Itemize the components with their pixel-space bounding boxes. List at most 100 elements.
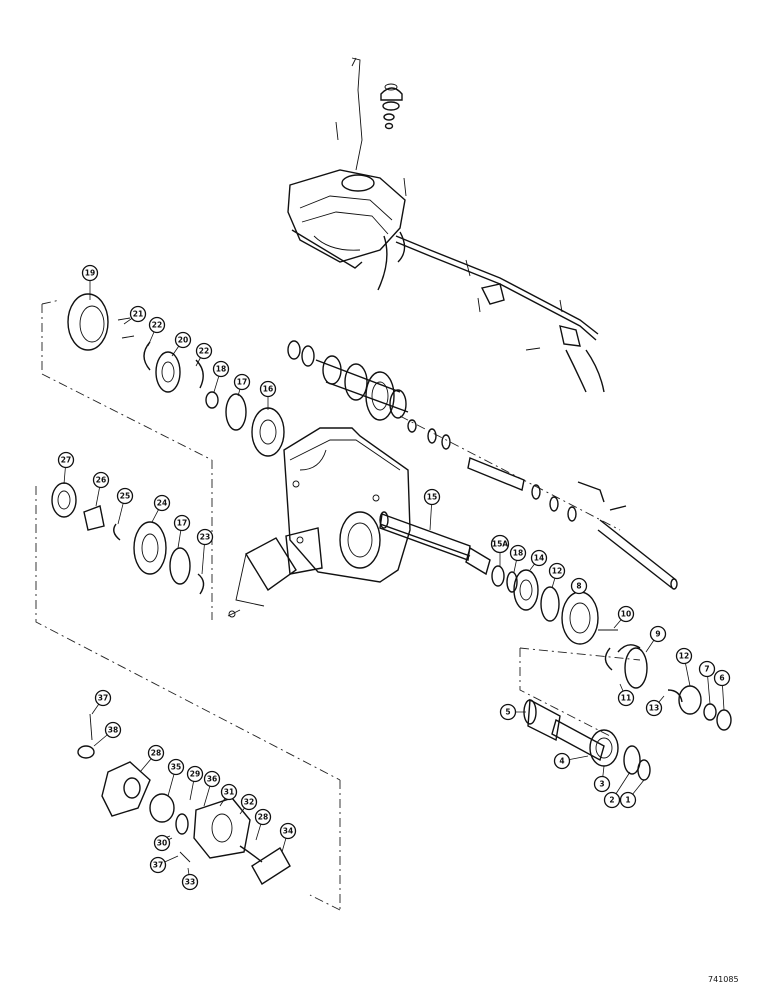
callout-15: 15 xyxy=(423,488,441,531)
callout-bubble xyxy=(81,264,99,282)
callout-18: 18 xyxy=(509,544,527,573)
callout-22: 22 xyxy=(195,342,213,367)
callout-label: 17 xyxy=(177,519,187,528)
callout-bubble xyxy=(619,791,637,809)
callout-bubble xyxy=(153,834,171,852)
callout-14: 14 xyxy=(529,549,548,571)
callout-37: 37 xyxy=(149,855,179,874)
main-shaft xyxy=(379,511,491,576)
callout-35: 35 xyxy=(167,758,185,797)
callout-31: 31 xyxy=(219,783,238,807)
callout-bubble xyxy=(490,534,510,554)
callout-20: 20 xyxy=(171,331,192,357)
callout-22: 22 xyxy=(147,316,166,347)
callout-label: 12 xyxy=(679,652,689,661)
callout-1: 1 xyxy=(619,779,645,809)
callout-label: 24 xyxy=(157,499,167,508)
callout-18: 18 xyxy=(212,360,230,393)
callout-29: 29 xyxy=(186,765,204,801)
callout-bubble xyxy=(148,316,166,334)
callout-label: 14 xyxy=(534,554,544,563)
callout-label: 22 xyxy=(199,347,209,356)
callout-37: 37 xyxy=(91,689,112,715)
callout-label: 15 xyxy=(427,493,437,502)
callout-label: 7 xyxy=(704,665,709,674)
callout-label: 19 xyxy=(85,269,95,278)
callout-bubble xyxy=(195,342,213,360)
callout-label: 37 xyxy=(98,694,108,703)
callout-bubble xyxy=(57,451,75,469)
callout-label: 13 xyxy=(649,704,659,713)
callout-bubble xyxy=(203,770,221,788)
callout-label: 1 xyxy=(625,796,630,805)
shift-cover-assembly xyxy=(287,57,605,393)
callout-label: 31 xyxy=(224,788,234,797)
callout-bubble xyxy=(649,625,667,643)
mainshaft-part-stack xyxy=(491,565,732,731)
callout-label: 38 xyxy=(108,726,118,735)
callout-label: 10 xyxy=(621,610,631,619)
callout-bubble xyxy=(116,487,134,505)
callout-label: 6 xyxy=(719,674,724,683)
callout-15A: 15A xyxy=(490,534,510,566)
callout-label: 17 xyxy=(237,378,247,387)
callout-3: 3 xyxy=(593,765,611,793)
callout-32: 32 xyxy=(239,793,258,815)
callout-bubble xyxy=(509,544,527,562)
callout-bubble xyxy=(181,873,199,891)
callout-label: 36 xyxy=(207,775,217,784)
callout-21: 21 xyxy=(123,305,147,325)
callout-36: 36 xyxy=(203,770,221,807)
callout-label: 20 xyxy=(178,336,188,345)
callout-bubble xyxy=(254,808,272,826)
callout-label: 9 xyxy=(655,630,660,639)
callout-bubble xyxy=(104,721,122,739)
callout-bubble xyxy=(92,471,110,489)
callout-bubble xyxy=(530,549,548,567)
callout-label: 28 xyxy=(151,749,161,758)
callout-label: 35 xyxy=(171,763,181,772)
callout-11: 11 xyxy=(617,683,635,707)
callout-26: 26 xyxy=(92,471,110,507)
output-shaft-group xyxy=(523,698,651,781)
lower-left-pto-group xyxy=(77,713,291,885)
callout-label: 18 xyxy=(513,549,523,558)
countershaft-gear-cluster xyxy=(287,340,678,590)
callout-9: 9 xyxy=(645,625,667,653)
callout-bubble xyxy=(675,647,693,665)
callout-8: 8 xyxy=(570,577,588,595)
callout-bubble xyxy=(196,528,214,546)
callout-label: 5 xyxy=(505,708,510,717)
callout-5: 5 xyxy=(499,703,526,721)
callout-bubble xyxy=(617,689,635,707)
callout-16: 16 xyxy=(259,380,277,410)
callout-bubble xyxy=(173,514,191,532)
callout-bubble xyxy=(553,752,571,770)
callout-label: 4 xyxy=(559,757,564,766)
callout-2: 2 xyxy=(603,771,631,809)
callout-bubble xyxy=(94,689,112,707)
callout-bubble xyxy=(174,331,192,349)
callout-label: 23 xyxy=(200,533,210,542)
callout-24: 24 xyxy=(151,494,171,523)
callout-12: 12 xyxy=(548,562,566,589)
callout-33: 33 xyxy=(181,867,199,891)
callout-23: 23 xyxy=(196,528,214,575)
callout-bubble xyxy=(548,562,566,580)
callout-label: 16 xyxy=(263,385,273,394)
callout-10: 10 xyxy=(613,605,635,629)
callout-17: 17 xyxy=(233,373,251,397)
part-callouts: 19212220221817162726252417231515A1814128… xyxy=(57,264,731,891)
callout-label: 37 xyxy=(153,861,163,870)
callout-19: 19 xyxy=(81,264,99,300)
callout-34: 34 xyxy=(279,822,297,853)
callout-bubble xyxy=(593,775,611,793)
callout-bubble xyxy=(645,699,663,717)
callout-label: 32 xyxy=(244,798,254,807)
callout-bubble xyxy=(698,660,716,678)
callout-bubble xyxy=(167,758,185,776)
callout-label: 11 xyxy=(621,694,631,703)
callout-label: 25 xyxy=(120,492,130,501)
callout-bubble xyxy=(617,605,635,623)
transmission-case xyxy=(227,427,411,618)
